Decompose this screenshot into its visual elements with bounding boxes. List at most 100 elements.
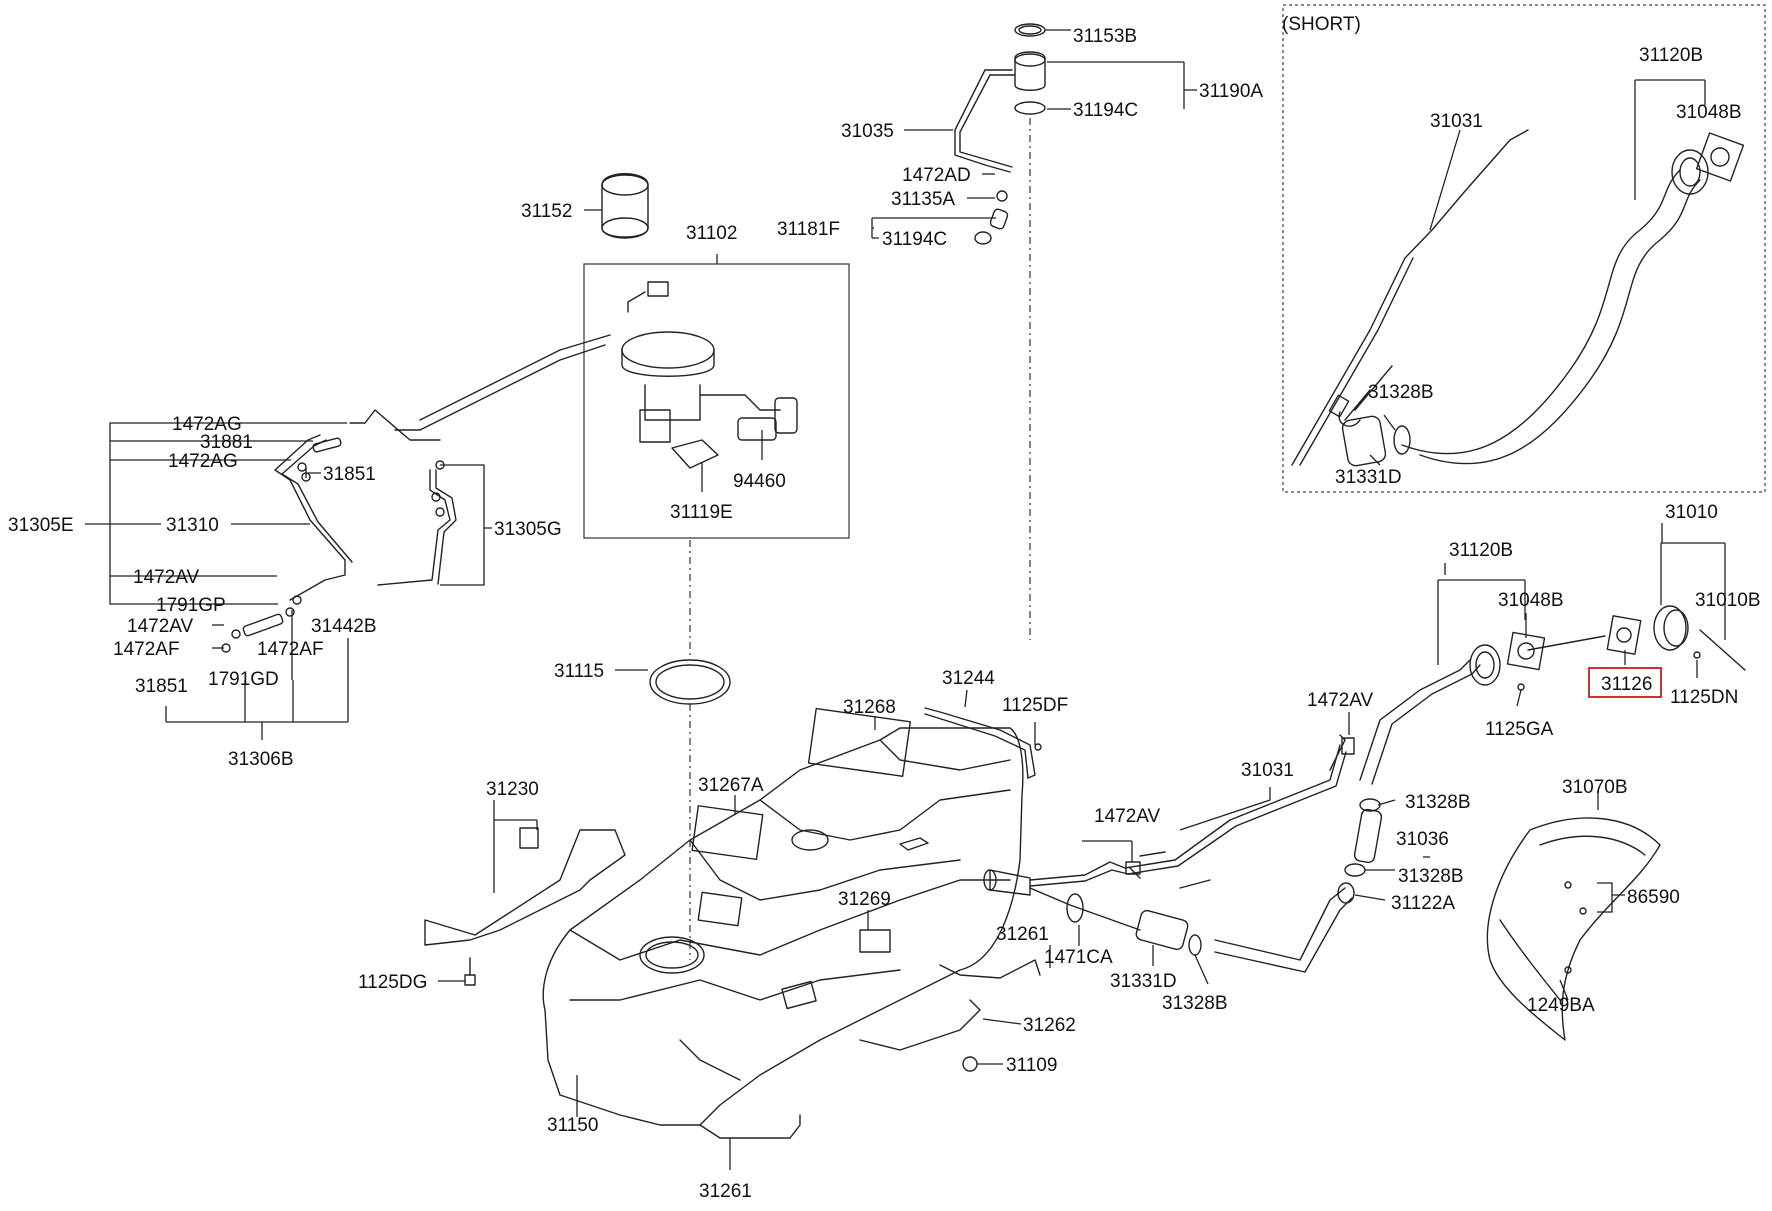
short-variant-inset [1282, 4, 1766, 493]
tether-31010B [1699, 629, 1746, 671]
inset-hose-31331D [1341, 415, 1387, 467]
inset-frame [1282, 4, 1766, 493]
gasket-31115 [649, 659, 731, 705]
valve-body-31190A [1014, 51, 1046, 91]
label-31190A: 31190A [1199, 81, 1263, 102]
inset-filler-hose-31031 [1291, 129, 1529, 466]
inset-label-31331D: 31331D [1335, 467, 1402, 488]
label-31267A: 31267A [698, 775, 764, 796]
label-1791GD: 1791GD [208, 669, 279, 690]
screw-86590-a [1564, 881, 1572, 889]
label-31109: 31109 [1006, 1055, 1057, 1076]
label-31135A: 31135A [891, 189, 955, 210]
label-1472AV-c: 1472AV [1094, 806, 1161, 827]
label-31261-a: 31261 [996, 924, 1049, 945]
label-31306B: 31306B [228, 749, 294, 770]
label-31305G: 31305G [494, 519, 562, 540]
filler-neck-31120B [1359, 659, 1471, 781]
strap-31244 [924, 707, 1036, 779]
tank-valve-opening [791, 829, 829, 851]
hose-31036 [1353, 808, 1383, 864]
seal-31194C [1014, 101, 1046, 115]
leader-lines [85, 29, 1726, 1170]
label-1472AV-a: 1472AV [133, 567, 200, 588]
label-31328B-c: 31328B [1162, 993, 1228, 1014]
inset-label-31328B: 31328B [1368, 382, 1434, 403]
label-31036: 31036 [1396, 829, 1449, 850]
label-31126: 31126 [1601, 674, 1652, 695]
strap-31261-lower [699, 1114, 801, 1139]
label-31152: 31152 [521, 201, 572, 222]
label-31230: 31230 [486, 779, 539, 800]
strap-31262 [859, 999, 981, 1051]
clamp-1472AV-c [1125, 861, 1141, 875]
screw-86590-b [1579, 907, 1587, 915]
label-31115: 31115 [554, 661, 604, 682]
label-1125GA: 1125GA [1485, 719, 1554, 740]
clamp-1472AV-d [1341, 737, 1355, 755]
label-1471CA: 1471CA [1044, 947, 1113, 968]
label-31035: 31035 [841, 121, 894, 142]
label-31031-main: 31031 [1241, 760, 1294, 781]
label-31261-b: 31261 [699, 1181, 752, 1202]
clamp-1471CA [1066, 893, 1084, 923]
inset-label-31048B: 31048B [1676, 102, 1742, 123]
label-31851-a: 31851 [323, 464, 376, 485]
label-31181F: 31181F [777, 219, 840, 240]
pad-31267A [691, 805, 764, 861]
clamp-31328B-c [1188, 934, 1202, 956]
label-31194C-top: 31194C [1073, 100, 1138, 121]
inset-label-31120B: 31120B [1639, 45, 1703, 66]
strap-31261-upper [939, 959, 1041, 979]
hose-31122A [1214, 887, 1346, 961]
label-31305E: 31305E [8, 515, 74, 536]
label-94460: 94460 [733, 471, 786, 492]
pump-module-box [583, 263, 850, 539]
fuel-cap-31010 [1653, 605, 1687, 651]
bracket-31230 [424, 829, 626, 946]
label-31244: 31244 [942, 668, 995, 689]
label-1125DN: 1125DN [1670, 687, 1738, 708]
label-31442B: 31442B [311, 616, 377, 637]
vent-tube-31035 [954, 69, 1013, 173]
fuel-tank-group [424, 707, 1042, 1139]
label-31262: 31262 [1023, 1015, 1076, 1036]
bolt-1125DF [1034, 743, 1042, 751]
label-31310: 31310 [166, 515, 219, 536]
part-labels: (SHORT) 31153B 31190A 31194C 31035 1472A… [8, 14, 1761, 1202]
label-1472AF-a: 1472AF [113, 639, 180, 660]
filler-neck-group [1029, 605, 1746, 973]
label-31119E: 31119E [670, 502, 733, 523]
vent-valve-group [954, 23, 1046, 640]
label-1472AV-d: 1472AV [1307, 690, 1374, 711]
label-86590: 86590 [1627, 887, 1680, 908]
line-31310 [274, 434, 346, 601]
label-1125DG: 1125DG [358, 972, 427, 993]
label-31010: 31010 [1665, 502, 1718, 523]
inset-filler-neck-31120B [1401, 169, 1681, 455]
tank-pump-opening [639, 936, 705, 974]
inset-label-31031: 31031 [1430, 111, 1483, 132]
label-31268: 31268 [843, 697, 896, 718]
label-31328B-b: 31328B [1398, 866, 1464, 887]
line-31305E [349, 409, 441, 441]
nut-31109 [962, 1056, 978, 1072]
label-1472AD: 1472AD [902, 165, 971, 186]
pad-31268 [807, 707, 912, 777]
tank-inlet-neck [989, 869, 1031, 896]
label-31194C-low: 31194C [882, 229, 947, 250]
label-1472AV-b: 1472AV [127, 616, 194, 637]
housing-31126 [1606, 615, 1642, 655]
lock-ring-31152 [601, 173, 649, 238]
pad-31269 [859, 929, 891, 953]
label-31102: 31102 [686, 223, 737, 244]
gasket-31048B [1506, 631, 1546, 671]
label-1472AG-b: 1472AG [168, 451, 238, 472]
label-31881: 31881 [200, 432, 253, 453]
inset-title: (SHORT) [1282, 14, 1361, 35]
label-31150: 31150 [547, 1115, 598, 1136]
clamp-31328B-a [1359, 798, 1381, 812]
label-31851-b: 31851 [135, 676, 188, 697]
screw-1125GA [1517, 683, 1525, 691]
